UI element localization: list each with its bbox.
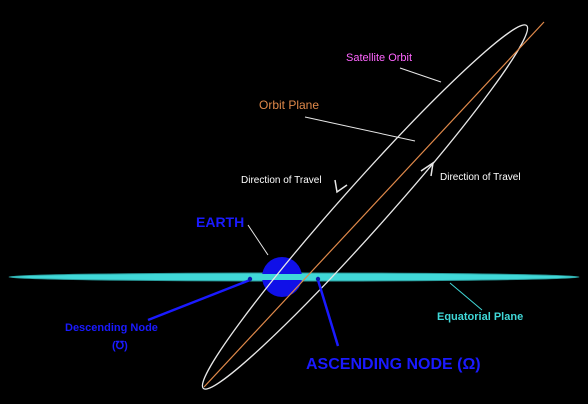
satellite-orbit-label: Satellite Orbit (346, 52, 412, 64)
earth-leader (247, 224, 269, 256)
descending-node-symbol: (℧) (112, 340, 128, 352)
descending-node-leader (147, 278, 251, 322)
direction-arrow-left (334, 179, 348, 194)
equatorial-plane-label: Equatorial Plane (437, 311, 523, 323)
equatorial-plane-leader (449, 282, 483, 311)
descending-node-label: Descending Node (65, 322, 158, 334)
ascending-node-label: ASCENDING NODE (Ω) (306, 356, 481, 373)
descending-node-marker (247, 276, 253, 282)
satellite-orbit-ellipse (201, 24, 529, 390)
direction-of-travel-left-label: Direction of Travel (241, 175, 322, 186)
earth-equator-band (262, 274, 302, 280)
direction-of-travel-right-label: Direction of Travel (440, 172, 521, 183)
orbit-plane-leader (304, 116, 416, 142)
orbit-plane-line (203, 21, 545, 388)
ascending-node-marker (315, 276, 321, 282)
direction-arrow-right (420, 161, 435, 177)
earth-label: EARTH (196, 214, 244, 230)
orbit-plane-label: Orbit Plane (259, 98, 319, 112)
ascending-node-leader (316, 279, 340, 347)
satellite-orbit-leader (399, 67, 442, 83)
